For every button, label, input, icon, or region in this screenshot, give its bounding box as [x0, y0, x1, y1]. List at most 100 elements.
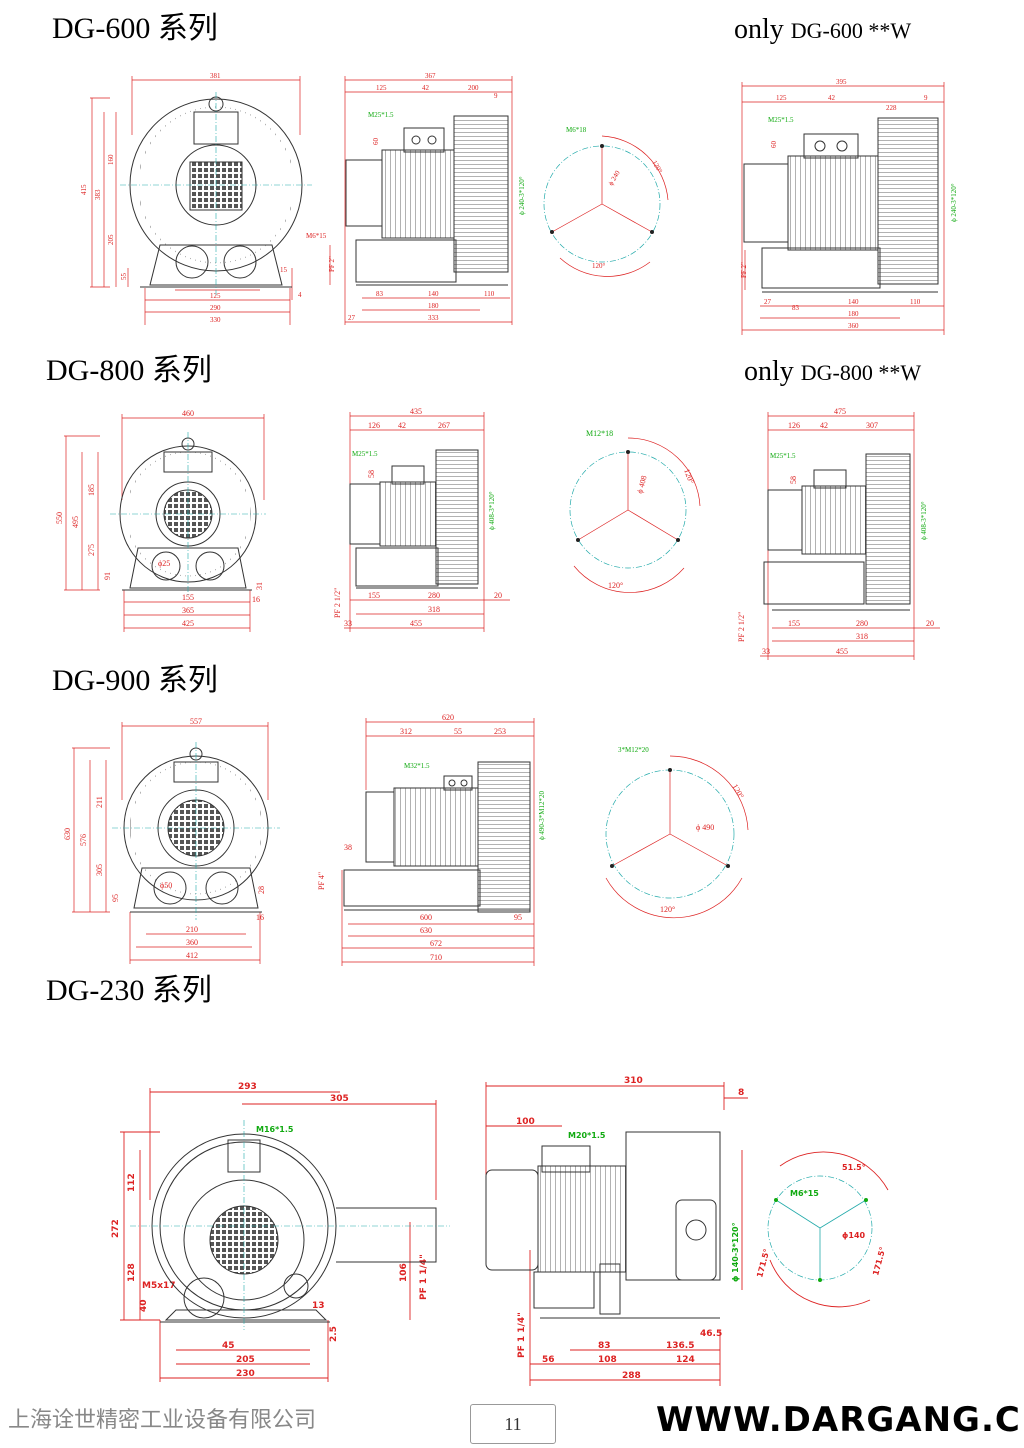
dim-l126: 126: [788, 421, 800, 430]
dim-width: 460: [182, 409, 194, 418]
dim-b83: 83: [598, 1341, 611, 1351]
dim-l267: 267: [438, 421, 450, 430]
dim-bolt: M5x17: [142, 1281, 176, 1291]
thread-label: M32*1.5: [404, 762, 430, 770]
dim-len: 475: [834, 407, 846, 416]
dim-l42: 42: [398, 421, 406, 430]
dg600-side-view: 367 125 42 200 9 60 PF 2" 83 140 110 180…: [328, 72, 526, 325]
dim-small-13: 13: [312, 1301, 325, 1311]
bolt-label: M12*18: [586, 429, 613, 438]
dim-b180: 180: [428, 302, 439, 310]
dim-h-630: 630: [63, 828, 72, 840]
dim-l125: 125: [376, 84, 387, 92]
dim-b56: 56: [542, 1355, 555, 1365]
dim-l42: 42: [828, 94, 836, 102]
dim-b455: 455: [410, 619, 422, 628]
dim-h40: 40: [139, 1299, 149, 1312]
dg600-front-view: 381 415 383 160 205 55 M6*15 125 290 330…: [80, 72, 327, 325]
dim-b672: 672: [430, 939, 442, 948]
dim-small-4: 4: [298, 291, 302, 299]
dim-w293: 293: [238, 1082, 257, 1092]
dim-w45: 45: [222, 1341, 235, 1351]
dim-l312: 312: [400, 727, 412, 736]
dim-h-upper: 383: [94, 189, 102, 200]
dim-h38: 38: [344, 843, 352, 852]
angle-label-3: 171.5°: [871, 1246, 887, 1277]
dim-h-total: 550: [55, 512, 64, 524]
dim-h112: 112: [127, 1173, 137, 1192]
thread-label: M25*1.5: [352, 450, 378, 458]
dim-w-125: 125: [210, 292, 221, 300]
dim-w-412: 412: [186, 951, 198, 960]
dim-h-160: 160: [107, 154, 115, 165]
dim-h-211: 211: [95, 796, 104, 808]
dim-b140: 140: [848, 298, 859, 306]
dg800w-title: only DG-800 **W: [744, 358, 921, 386]
dim-l55: 55: [454, 727, 462, 736]
only-label: only: [734, 14, 784, 45]
dg800w-side-view: 475 126 42 307 58 PF 2 1/2" 155 280 20 3…: [737, 407, 940, 660]
dg600-series-title: DG-600 系列: [52, 12, 218, 45]
dim-h-91: 91: [103, 572, 112, 580]
dim-b360: 360: [848, 322, 859, 330]
dim-h60: 60: [770, 141, 778, 149]
dg900-series-title: DG-900 系列: [52, 664, 218, 697]
dim-h58: 58: [789, 476, 798, 484]
dim-b20: 20: [926, 619, 934, 628]
dim-h-55: 55: [120, 273, 128, 281]
dim-pf: PF 2 1/2": [333, 588, 342, 618]
dim-width: 557: [190, 717, 202, 726]
dim-h-576: 576: [79, 834, 88, 846]
dim-inlet: ϕ25: [158, 559, 170, 568]
dim-w305: 305: [330, 1094, 349, 1104]
dim-b20: 20: [494, 591, 502, 600]
dim-width: 381: [210, 72, 221, 80]
dim-w205: 205: [236, 1355, 255, 1365]
thread-label: M25*1.5: [768, 116, 794, 124]
dg800-bolt-circle: M12*18 ϕ 408 120° 120°: [569, 429, 701, 593]
dim-len: 367: [425, 72, 436, 80]
dg230-series-title: DG-230 系列: [46, 974, 212, 1007]
dim-b280: 280: [428, 591, 440, 600]
dim-bolt: M6*15: [306, 232, 327, 240]
dim-l8: 8: [738, 1088, 744, 1098]
dim-b333: 333: [428, 314, 439, 322]
dim-l9: 9: [924, 94, 928, 102]
thread-label: M16*1.5: [256, 1125, 294, 1134]
dim-l253: 253: [494, 727, 506, 736]
dim-l200: 200: [468, 84, 479, 92]
thread-label: M25*1.5: [770, 452, 796, 460]
dim-h-205: 205: [107, 234, 115, 245]
dg800-side-view: 435 126 42 267 58 PF 2 1/2" 155 280 20 3…: [333, 407, 510, 632]
dim-len: 395: [836, 78, 847, 86]
dim-b110: 110: [910, 298, 921, 306]
dim-w-365: 365: [182, 606, 194, 615]
dim-h128: 128: [127, 1263, 137, 1282]
dim-w-155: 155: [182, 593, 194, 602]
angle-label-1: 120°: [650, 159, 664, 175]
dim-pf: PF 4": [317, 872, 326, 890]
dg800-front-view: 460 550 495 185 275 91 155 365 425 16 31…: [55, 409, 266, 632]
dim-len: 620: [442, 713, 454, 722]
dg600w-side-view: 395 125 42 228 9 60 PF 2" 27 83 140 110 …: [740, 78, 958, 335]
dim-h-total: 415: [80, 184, 88, 195]
website-link[interactable]: WWW.DARGANG.CN: [656, 1400, 1024, 1440]
dg600w-title: only DG-600 **W: [734, 16, 911, 44]
angle-label-2: 171.5°: [755, 1248, 771, 1279]
dim-w-290: 290: [210, 304, 221, 312]
thread-label: M20*1.5: [568, 1131, 606, 1140]
dim-b318: 318: [856, 632, 868, 641]
dim-w-425: 425: [182, 619, 194, 628]
dim-h-275: 275: [87, 544, 96, 556]
dim-pf: PF 2": [328, 256, 336, 272]
flange-label: ϕ 140-3*120°: [731, 1222, 740, 1282]
dim-b180: 180: [848, 310, 859, 318]
dim-inlet: ϕ50: [160, 881, 172, 890]
dim-l307: 307: [866, 421, 878, 430]
dim-h106: 106: [399, 1263, 409, 1282]
dim-b95: 95: [514, 913, 522, 922]
dia-label: ϕ140: [842, 1231, 866, 1240]
dim-pf: PF 1 1/4": [419, 1254, 429, 1300]
flange-label: ϕ 408-3*120°: [920, 501, 928, 540]
